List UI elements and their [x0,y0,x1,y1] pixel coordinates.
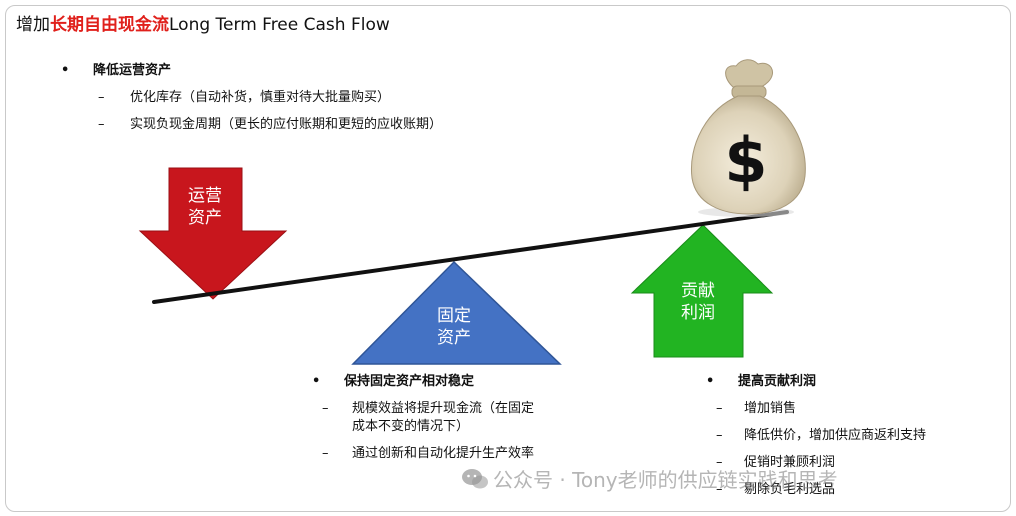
down-arrow-label: 运营 资产 [180,185,230,229]
list-item-text: 促销时兼顾利润 [744,455,836,470]
profit-heading-text: 提高贡献利润 [738,374,817,389]
operating-heading-text: 降低运营资产 [93,63,172,78]
triangle-label: 固定 资产 [429,305,479,349]
up-arrow-label-line2: 利润 [681,303,715,323]
list-item-text: 实现负现金周期（更长的应付账期和更短的应收账期） [130,117,443,132]
dash: – [322,446,329,461]
list-item: – 规模效益将提升现金流（在固定 成本不变的情况下） [322,400,632,436]
fixed-heading-text: 保持固定资产相对稳定 [344,374,475,389]
list-item-text: 降低供价，增加供应商返利支持 [744,428,927,443]
dollar-sign: $ [724,124,767,197]
profit-section: • 提高贡献利润 – 增加销售 – 降低供价，增加供应商返利支持 – 促销时兼顾… [706,373,1006,499]
up-arrow-label: 贡献 利润 [673,280,723,324]
up-arrow-label-line1: 贡献 [681,281,715,301]
list-item: – 通过创新和自动化提升生产效率 [322,445,632,463]
wechat-icon [462,469,488,489]
list-item: – 实现负现金周期（更长的应付账期和更短的应收账期） [98,116,621,134]
triangle-label-line2: 资产 [437,328,471,348]
balance-diagram: $ [138,59,806,365]
down-arrow-label-line2: 资产 [188,208,222,228]
slide-title: 增加长期自由现金流Long Term Free Cash Flow [16,10,390,35]
triangle-label-line1: 固定 [437,306,471,326]
title-highlight: 长期自由现金流 [50,15,169,35]
up-arrow-shape [630,224,774,358]
list-item-text: 优化库存（自动补货，慎重对待大批量购买） [130,90,391,105]
money-bag-icon: $ [690,59,806,217]
list-item-text: 通过创新和自动化提升生产效率 [352,446,535,461]
dash: – [716,401,723,416]
title-suffix: Long Term Free Cash Flow [169,15,390,35]
fixed-assets-section: • 保持固定资产相对稳定 – 规模效益将提升现金流（在固定 成本不变的情况下） … [312,373,632,463]
list-item: – 剔除负毛利选品 [716,481,1006,499]
dash: – [716,455,723,470]
dash: – [716,482,723,497]
watermark-text: 公众号 · Tony老师的供应链实践和思考 [493,468,838,492]
dash: – [716,428,723,443]
list-item: – 优化库存（自动补货，慎重对待大批量购买） [98,89,621,107]
list-item: – 降低供价，增加供应商返利支持 [716,427,1006,445]
fixed-assets-heading: • 保持固定资产相对稳定 [312,373,632,391]
list-item: – 促销时兼顾利润 [716,454,1006,472]
down-arrow-shape [138,167,288,300]
seesaw-beam [152,210,789,304]
bullet-dot: • [312,374,321,389]
list-item-text: 成本不变的情况下） [352,419,470,434]
operating-assets-heading: • 降低运营资产 [61,62,621,80]
dash: – [322,401,329,416]
dash: – [98,90,105,105]
down-arrow-label-line1: 运营 [188,186,222,206]
profit-heading: • 提高贡献利润 [706,373,1006,391]
operating-assets-section: • 降低运营资产 – 优化库存（自动补货，慎重对待大批量购买） – 实现负现金周… [61,62,621,134]
fixed-asset-triangle [351,260,562,365]
list-item-text: 增加销售 [744,401,797,416]
list-item-text: 剔除负毛利选品 [744,482,836,497]
list-item-text: 规模效益将提升现金流（在固定 [352,401,535,416]
bullet-dot: • [61,63,70,78]
dash: – [98,117,105,132]
slide-frame: 增加长期自由现金流Long Term Free Cash Flow $ [5,5,1011,512]
list-item: – 增加销售 [716,400,1006,418]
title-prefix: 增加 [16,15,50,35]
bullet-dot: • [706,374,715,389]
